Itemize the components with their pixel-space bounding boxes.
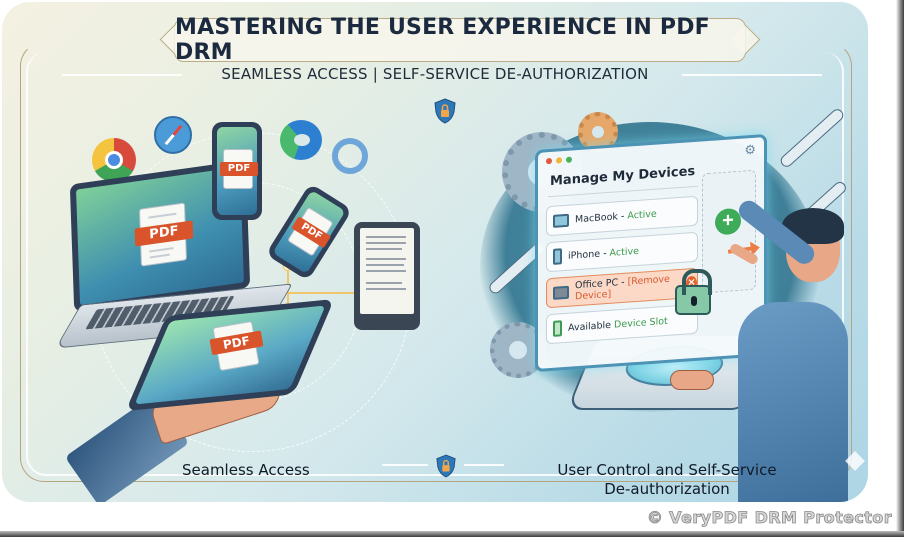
decorative-inner-frame bbox=[26, 52, 844, 476]
page-subtitle: SEAMLESS ACCESS | SELF-SERVICE DE-AUTHOR… bbox=[221, 65, 649, 83]
pdf-document-icon: PDF bbox=[134, 202, 194, 267]
page-bottom-shadow bbox=[0, 531, 904, 537]
page-edge-shadow bbox=[896, 0, 904, 537]
subtitle-rule-right bbox=[682, 74, 822, 76]
tablet-icon bbox=[553, 320, 562, 337]
internet-explorer-icon bbox=[332, 138, 368, 174]
edge-icon bbox=[280, 120, 322, 160]
pdf-document-icon: PDF bbox=[209, 320, 264, 372]
add-device-button[interactable]: + bbox=[715, 207, 741, 236]
infographic-card: MASTERING THE USER EXPERIENCE IN PDF DRM… bbox=[2, 2, 868, 502]
subtitle-rule-left bbox=[62, 74, 182, 76]
pdf-document-icon: PDF bbox=[220, 149, 258, 189]
decorative-frame bbox=[20, 42, 852, 482]
caption-user-control: User Control and Self-Service De-authori… bbox=[557, 461, 777, 498]
seamless-access-illustration: PDF PDF PDF bbox=[32, 102, 432, 502]
caption-seamless-access: Seamless Access bbox=[182, 461, 310, 479]
device-row-macbook[interactable]: MacBook - Active bbox=[546, 195, 698, 237]
desktop-icon bbox=[553, 285, 569, 300]
connector-line bbox=[287, 292, 362, 294]
available-slot-label: Device Slot bbox=[614, 315, 668, 331]
page-title: MASTERING THE USER EXPERIENCE IN PDF DRM bbox=[175, 15, 710, 65]
shield-lock-icon bbox=[436, 454, 456, 478]
padlock-icon bbox=[675, 269, 712, 315]
shield-lock-icon bbox=[434, 98, 456, 124]
ereader-device bbox=[354, 222, 420, 330]
maximize-dot[interactable] bbox=[566, 156, 572, 163]
person-hand bbox=[670, 370, 714, 390]
minimize-dot[interactable] bbox=[556, 157, 562, 164]
chrome-icon bbox=[92, 138, 136, 182]
settings-gear-icon[interactable]: ⚙ bbox=[744, 141, 756, 158]
pdf-document-icon: PDF bbox=[287, 206, 334, 257]
window-heading: Manage My Devices bbox=[550, 163, 696, 190]
phone-icon bbox=[553, 248, 562, 265]
status-active: Active bbox=[609, 245, 639, 259]
caption-rule bbox=[464, 464, 504, 466]
window-controls bbox=[546, 156, 572, 165]
safari-icon bbox=[154, 116, 192, 154]
smartphone-device: PDF bbox=[212, 122, 262, 220]
title-banner: MASTERING THE USER EXPERIENCE IN PDF DRM bbox=[174, 15, 746, 65]
status-active: Active bbox=[627, 208, 657, 222]
device-row-iphone[interactable]: iPhone - Active bbox=[546, 231, 698, 273]
watermark: © VeryPDF DRM Protector bbox=[646, 508, 892, 528]
caption-rule bbox=[382, 464, 428, 466]
close-dot[interactable] bbox=[546, 157, 552, 165]
laptop-icon bbox=[553, 213, 569, 228]
person-torso bbox=[738, 302, 848, 502]
